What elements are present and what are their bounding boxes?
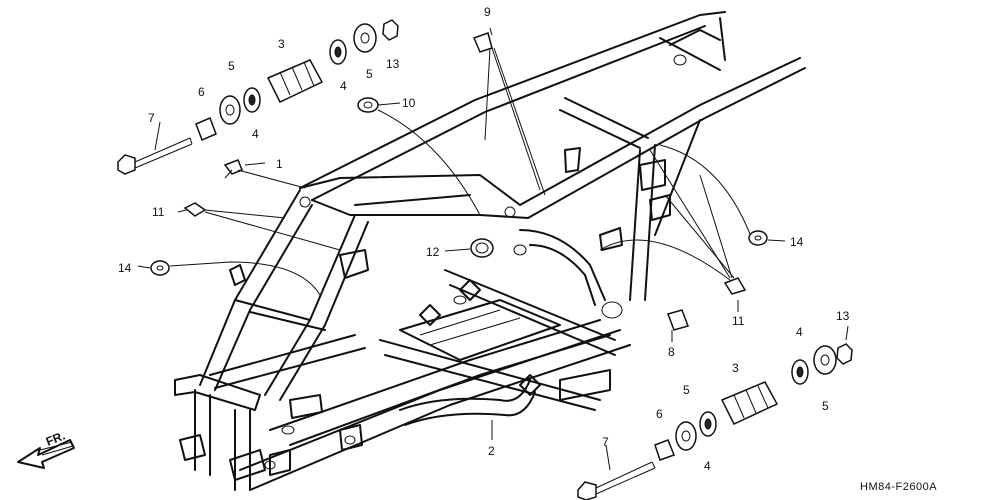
callout-13-upper: 13 xyxy=(386,57,400,71)
nut-upper xyxy=(382,19,399,41)
clip-11-right xyxy=(723,277,747,295)
callout-4-upper-right: 4 xyxy=(340,79,347,93)
collar-upper xyxy=(195,117,217,141)
callout-12: 12 xyxy=(426,245,440,259)
nut-lower xyxy=(836,343,853,365)
callout-13-lower: 13 xyxy=(836,309,850,323)
front-label: FR. xyxy=(44,429,67,449)
nut-8 xyxy=(667,309,689,331)
callout-8: 8 xyxy=(668,345,675,359)
callout-11-right: 11 xyxy=(732,314,745,328)
leader-lines xyxy=(137,27,849,471)
callout-5-lower-left: 5 xyxy=(683,383,690,397)
clip-9 xyxy=(472,32,493,53)
rubber-mount-lower-left xyxy=(675,421,697,451)
drawing-code: HM84-F2600A xyxy=(860,481,937,493)
bushing-lower xyxy=(720,381,779,425)
callout-5-upper-right: 5 xyxy=(366,67,373,81)
callout-11-left: 11 xyxy=(152,205,165,219)
callout-labels: 1 2 3 3 4 4 4 4 5 5 5 5 6 6 7 7 8 9 10 1… xyxy=(118,5,850,473)
frame-body xyxy=(174,11,806,491)
front-direction-arrow-icon xyxy=(17,439,75,469)
callout-1: 1 xyxy=(276,157,283,171)
clip-1 xyxy=(223,159,243,175)
collar-lower xyxy=(654,439,675,461)
callout-2: 2 xyxy=(488,444,495,458)
clips-and-clamps xyxy=(150,32,768,331)
callout-5-lower-right: 5 xyxy=(822,399,829,413)
callout-5-upper-left: 5 xyxy=(228,59,235,73)
rubber-mount-upper-right xyxy=(353,23,377,53)
rubber-mount-upper-left xyxy=(219,95,241,125)
rubber-mount-lower-right xyxy=(813,345,837,375)
clip-11-left xyxy=(183,202,207,217)
engine-mount-set-upper xyxy=(117,19,399,175)
flange-bolt-upper xyxy=(117,154,136,175)
callout-7-upper: 7 xyxy=(148,111,155,125)
callout-3-lower: 3 xyxy=(732,361,739,375)
callout-3-upper: 3 xyxy=(278,37,285,51)
callout-4-upper-left: 4 xyxy=(252,127,259,141)
callout-6-lower: 6 xyxy=(656,407,663,421)
callout-14-left: 14 xyxy=(118,261,132,275)
callout-9: 9 xyxy=(484,5,491,19)
callout-4-lower-left: 4 xyxy=(704,459,711,473)
callout-4-lower-right: 4 xyxy=(796,325,803,339)
clamp-10 xyxy=(357,97,379,113)
callout-6-upper: 6 xyxy=(198,85,205,99)
bushing-upper xyxy=(266,59,324,103)
clamp-14-left xyxy=(150,260,170,276)
engine-mount-set-lower xyxy=(577,343,853,500)
callout-7-lower: 7 xyxy=(602,435,609,449)
band-12 xyxy=(470,238,494,258)
clamp-14-right xyxy=(748,230,768,246)
flange-bolt-lower xyxy=(577,481,597,500)
callout-14-right: 14 xyxy=(790,235,804,249)
callout-10: 10 xyxy=(402,96,416,110)
